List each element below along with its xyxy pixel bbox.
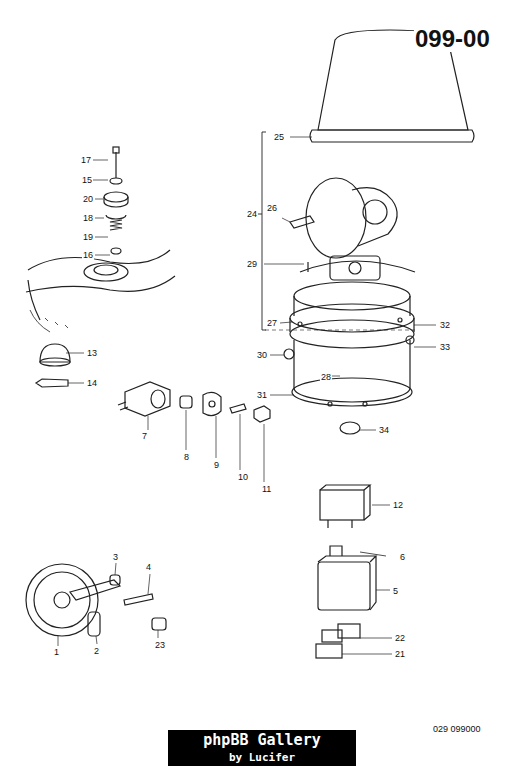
- callout-number: 30: [256, 350, 268, 360]
- callout-number: 33: [439, 342, 451, 352]
- drawing-number: 029 099000: [432, 724, 482, 734]
- watermark-text: by Lucifer: [229, 751, 295, 764]
- callout-number: 14: [86, 378, 98, 388]
- callout-number: 3: [112, 552, 119, 562]
- callout-number: 5: [392, 586, 399, 596]
- page-title: 099-00: [414, 26, 491, 52]
- callout-number: 26: [266, 203, 278, 213]
- callout-number: 27: [266, 318, 278, 328]
- callout-number: 15: [81, 175, 93, 185]
- callout-number: 12: [392, 500, 404, 510]
- callout-number: 22: [394, 633, 406, 643]
- callout-number: 19: [82, 232, 94, 242]
- callout-number: 28: [320, 372, 332, 382]
- callout-number: 17: [80, 155, 92, 165]
- callout-number: 11: [261, 484, 272, 494]
- callout-number: 21: [394, 649, 406, 659]
- callout-number: 6: [399, 552, 406, 562]
- callout-number: 10: [237, 472, 249, 482]
- callout-number: 8: [183, 452, 190, 462]
- callout-number: 18: [82, 213, 94, 223]
- callout-number: 7: [141, 431, 148, 441]
- callout-number: 4: [145, 562, 152, 572]
- watermark-text: phpBB Gallery: [203, 732, 320, 749]
- callout-number: 2: [93, 646, 100, 656]
- callout-number: 20: [82, 194, 94, 204]
- callout-number: 34: [378, 425, 390, 435]
- callout-number: 25: [273, 132, 285, 142]
- callout-number: 29: [246, 259, 258, 269]
- callout-number: 9: [213, 460, 220, 470]
- callout-number: 23: [154, 640, 166, 650]
- callout-number: 16: [82, 250, 94, 260]
- callout-number: 24: [246, 209, 258, 219]
- callout-number: 1: [53, 647, 60, 657]
- callout-number: 32: [439, 320, 451, 330]
- callout-number: 13: [86, 348, 98, 358]
- callout-number: 31: [256, 390, 268, 400]
